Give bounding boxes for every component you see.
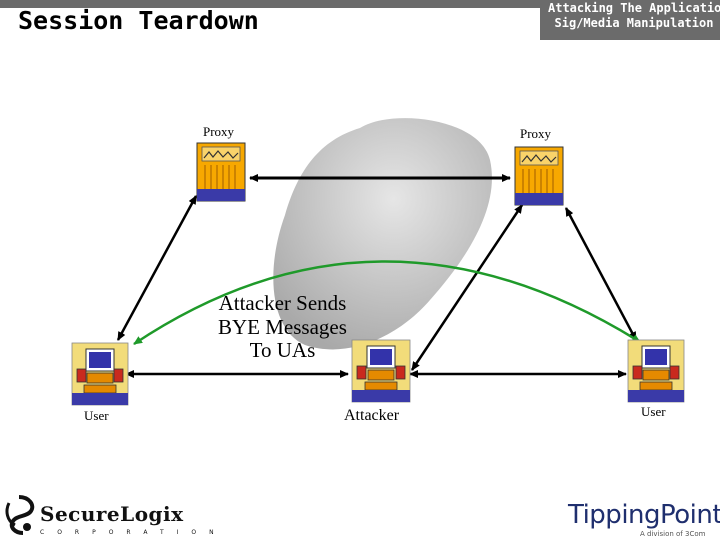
proxy-server-icon bbox=[515, 147, 563, 205]
user-right-label: User bbox=[641, 404, 666, 420]
link-left-proxy-left-user bbox=[118, 196, 196, 340]
attacker-computer-icon bbox=[352, 340, 410, 402]
attack-note-line-3: To UAs bbox=[218, 339, 347, 363]
user-computer-icon bbox=[628, 340, 684, 402]
attack-note: Attacker Sends BYE Messages To UAs bbox=[218, 292, 347, 363]
user-left-label: User bbox=[84, 408, 109, 424]
proxy-server-icon bbox=[197, 143, 245, 201]
attack-note-line-1: Attacker Sends bbox=[218, 292, 347, 316]
proxy-right-label: Proxy bbox=[520, 126, 551, 142]
proxy-left-label: Proxy bbox=[203, 124, 234, 140]
user-computer-icon bbox=[72, 343, 128, 405]
tippingpoint-logo-subtitle: A division of 3Com bbox=[640, 530, 705, 538]
attacker-label: Attacker bbox=[344, 407, 399, 425]
tippingpoint-logo: TippingPoint bbox=[568, 500, 720, 530]
attack-note-line-2: BYE Messages bbox=[218, 316, 347, 340]
securelogix-logo: SecureLogix bbox=[40, 502, 184, 526]
securelogix-logo-subtitle: CORPORATION bbox=[40, 529, 227, 536]
securelogix-logo-icon bbox=[7, 497, 32, 533]
